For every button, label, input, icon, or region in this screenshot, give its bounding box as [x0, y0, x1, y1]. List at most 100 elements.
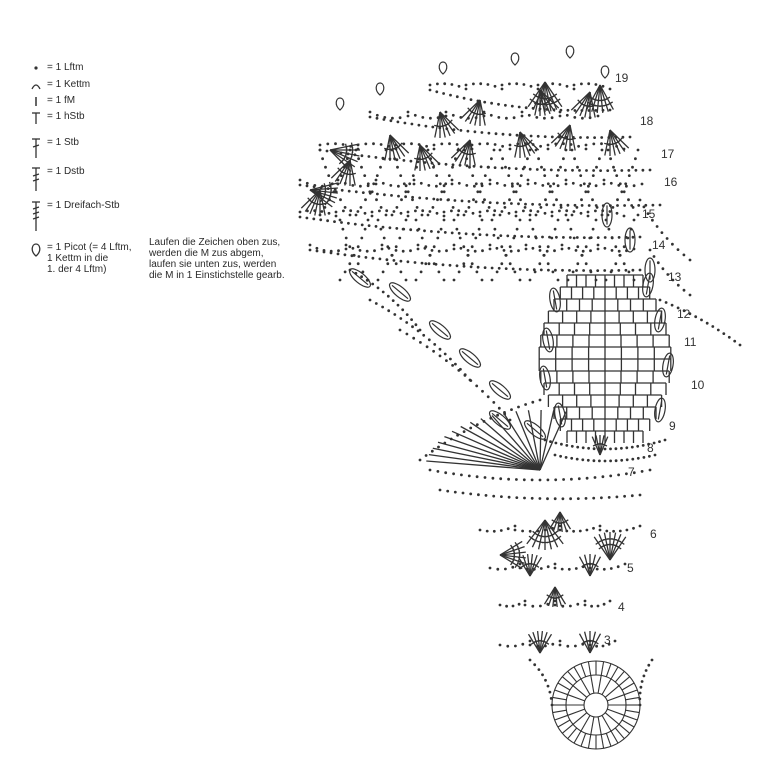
- chain-dot: [617, 269, 621, 272]
- chain-dot: [533, 663, 537, 667]
- chain-dot: [465, 184, 469, 187]
- legend-item-half-double: = 1 hStb: [28, 111, 85, 125]
- stitch-post: [309, 187, 338, 191]
- chain-dot: [486, 209, 489, 213]
- chain-dot: [658, 440, 661, 443]
- chain-dot: [473, 184, 476, 188]
- stitch-post: [554, 586, 558, 607]
- stitch-post: [419, 144, 426, 171]
- chain-dot: [600, 142, 603, 146]
- stitch-post: [595, 435, 601, 456]
- chain-dot: [513, 270, 517, 274]
- chain-dot: [596, 114, 600, 118]
- chain-dot: [379, 206, 383, 209]
- chain-dot: [368, 115, 372, 119]
- chain-dot: [409, 159, 413, 163]
- chain-dot: [360, 223, 364, 227]
- chain-dot: [455, 227, 459, 231]
- chain-dot: [487, 131, 491, 135]
- chain-dot: [436, 470, 440, 473]
- chain-dot: [510, 408, 513, 411]
- chain-dot: [632, 526, 635, 530]
- chain-dot: [519, 174, 523, 178]
- leaf-motif: [654, 307, 666, 333]
- chain-dot: [343, 270, 347, 274]
- chain-dot: [305, 184, 309, 188]
- chain-dot: [526, 157, 529, 161]
- picot-motif: [600, 65, 610, 79]
- chain-dot: [396, 120, 400, 124]
- chain-dot: [447, 174, 451, 178]
- chain-dot: [382, 118, 386, 121]
- chain-dot: [480, 131, 484, 134]
- chain-dot: [326, 219, 329, 223]
- chain-dot: [417, 123, 421, 127]
- chain-dot: [493, 143, 497, 146]
- chain-dot: [501, 157, 504, 161]
- chain-dot: [465, 164, 469, 168]
- chain-dot: [541, 235, 544, 239]
- chain-dot: [443, 231, 447, 234]
- chain-dot: [436, 82, 439, 86]
- leaf-vein: [665, 355, 671, 375]
- chain-dot: [564, 178, 568, 182]
- chain-dot: [523, 599, 527, 603]
- ring-stitch: [601, 715, 612, 732]
- chain-dot: [594, 218, 598, 222]
- chain-dot: [483, 198, 486, 202]
- chain-dot: [414, 218, 418, 222]
- chain-dot: [508, 262, 512, 266]
- chain-dot: [397, 194, 400, 198]
- chain-dot: [506, 527, 510, 531]
- chain-dot: [381, 290, 385, 294]
- chain-dot: [553, 599, 557, 603]
- chain-dot: [444, 110, 448, 114]
- chain-dot: [577, 144, 580, 148]
- chain-dot: [528, 148, 532, 152]
- stitch-bar: [514, 144, 521, 148]
- chain-dot: [526, 178, 530, 182]
- chain-dot: [435, 184, 438, 188]
- chain-dot: [515, 82, 519, 86]
- chain-dot: [589, 249, 592, 253]
- chain-dot: [495, 246, 499, 250]
- stitch-post: [519, 131, 536, 154]
- chain-dot: [559, 203, 563, 207]
- chain-dot: [510, 182, 514, 186]
- chain-dot: [492, 213, 496, 217]
- chain-dot: [489, 113, 493, 117]
- chain-dot: [370, 214, 374, 218]
- chain-dot: [590, 604, 593, 608]
- stitch-post: [419, 144, 436, 167]
- chain-dot: [546, 478, 550, 482]
- chain-dot: [651, 203, 655, 207]
- chain-dot: [431, 125, 435, 129]
- chain-dot: [400, 198, 403, 202]
- chain-dot: [410, 122, 414, 126]
- chain-dot: [380, 243, 384, 247]
- chain-dot: [495, 181, 499, 185]
- chain-dot: [375, 113, 379, 117]
- chain-dot: [344, 236, 348, 240]
- chain-dot: [566, 218, 570, 222]
- chain-dot: [558, 528, 562, 532]
- chain-dot: [573, 116, 577, 119]
- chain-dot: [570, 444, 574, 448]
- chain-dot: [502, 201, 506, 205]
- chain-dot: [498, 213, 502, 217]
- chain-dot: [315, 249, 319, 253]
- ring-stitch: [561, 676, 574, 687]
- chain-dot: [638, 691, 642, 695]
- chain-dot: [404, 195, 407, 199]
- chain-dot: [553, 227, 557, 231]
- ring-stitch: [618, 676, 631, 687]
- chain-dot: [420, 261, 424, 265]
- chain-dot: [493, 84, 497, 88]
- chain-dot: [375, 174, 379, 178]
- ring-stitch: [572, 685, 588, 698]
- chain-dot: [341, 143, 345, 146]
- chain-dot: [554, 441, 558, 445]
- chain-dot: [456, 213, 460, 217]
- stitch-post: [609, 129, 616, 156]
- picot-icon: [28, 242, 44, 258]
